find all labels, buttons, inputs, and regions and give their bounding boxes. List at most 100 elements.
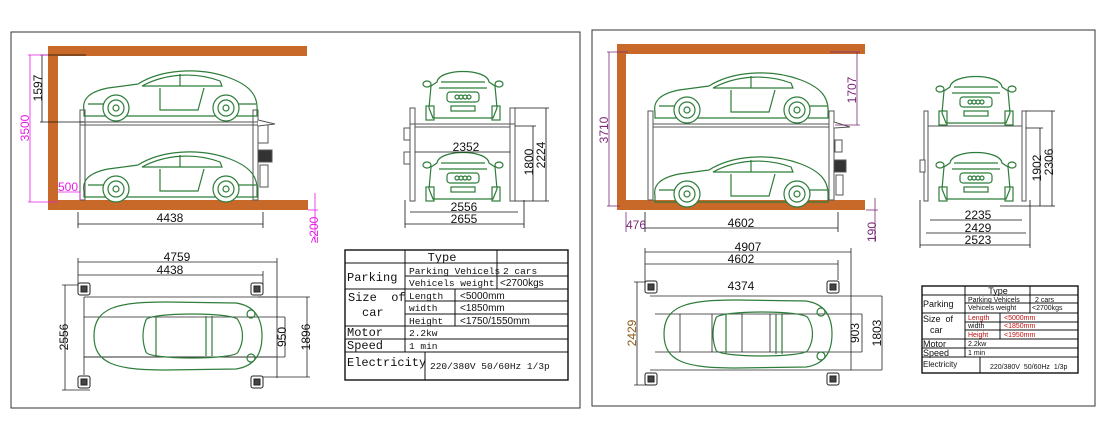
size-of-car-label: Size of [348, 291, 406, 305]
vehicles-weight-value: <2700kgs [500, 278, 544, 289]
post-icon [644, 372, 658, 386]
motor-label: Motor [923, 339, 946, 349]
lower-car-front [935, 151, 1017, 202]
ceiling [48, 46, 307, 56]
ceiling [617, 44, 865, 54]
dim-1800: 1800 [522, 148, 536, 175]
speed-label: Speed [347, 339, 383, 353]
dim-min-200: ≥200 [307, 216, 321, 243]
speed-value: 1 min [409, 341, 438, 352]
left-front-view: 2352 1800 2224 2556 2655 [403, 70, 549, 228]
dim-190: 190 [865, 222, 879, 242]
dim-1707: 1707 [845, 76, 859, 103]
electricity-label: Electricity [347, 356, 426, 370]
wall [617, 44, 626, 210]
height-value: <1950mm [1004, 332, 1035, 339]
dim-2352: 2352 [453, 140, 480, 154]
length-label: Length [968, 315, 990, 322]
dim-3710: 3710 [597, 116, 611, 143]
post-icon [826, 372, 840, 386]
parking-vehicles-value: 2 cars [503, 266, 537, 277]
motor-label: Motor [347, 326, 383, 340]
height-value: <1750/1550mm [460, 316, 530, 327]
upper-car-front [422, 70, 504, 121]
floor [617, 200, 865, 210]
right-side-view: 3710 1707 476 4602 190 [597, 44, 879, 242]
speed-label: Speed [923, 348, 949, 358]
dim-2556: 2556 [451, 200, 478, 214]
dim-2306: 2306 [1042, 148, 1056, 175]
post [79, 109, 86, 201]
right-front-view: 1902 2306 2235 2429 2523 [919, 75, 1056, 248]
upper-car-front [935, 75, 1017, 126]
car-top [93, 301, 263, 371]
post-icon [250, 375, 264, 389]
dim-2523: 2523 [965, 233, 992, 247]
dim-4438: 4438 [157, 263, 184, 277]
parking-vehicles-label: Parking Vehicels [409, 266, 500, 277]
width-label: width [967, 323, 984, 330]
vehicles-weight-label: Vehicels weight [968, 305, 1016, 312]
motor-value: 2.2kw [409, 328, 438, 339]
oil-tank [835, 174, 844, 196]
lower-car [654, 156, 829, 208]
dim-903: 903 [848, 323, 862, 343]
left-side-view: 1597 3500 500 4438 ≥200 [18, 46, 321, 243]
height-label: Height [409, 316, 443, 327]
dim-950: 950 [275, 327, 289, 347]
right-panel-border [591, 29, 1096, 407]
motor-icon [257, 149, 273, 163]
speed-value: 1 min [968, 350, 985, 357]
dim-2655: 2655 [451, 212, 478, 226]
dim-2235: 2235 [965, 208, 992, 222]
dim-1803: 1803 [870, 319, 884, 346]
upper-car [83, 70, 258, 122]
left-spec-table: Type Parking Parking Vehicels 2 cars Veh… [344, 249, 569, 381]
left-panel-border [10, 31, 581, 409]
post-icon [250, 282, 264, 296]
width-label: width [409, 303, 438, 314]
dim-4759: 4759 [164, 250, 191, 264]
size-of-car-label: Size of [923, 314, 954, 324]
dim-2224: 2224 [534, 141, 548, 168]
dim-1896: 1896 [299, 323, 313, 350]
vehicles-weight-label: Vehicels weight [409, 278, 495, 289]
length-value: <5000mm [1004, 315, 1035, 322]
table-parking-label: Parking [923, 299, 954, 309]
right-top-view: 4907 4602 4374 2429 903 1803 [625, 240, 884, 386]
parking-vehicles-value: 2 cars [1035, 297, 1055, 304]
upper-car [654, 72, 829, 124]
parking-vehicles-label: Parking Vehicels [968, 297, 1020, 304]
right-spec-table: Type Parking Parking Vehicels 2 cars Veh… [921, 285, 1079, 374]
oil-tank [259, 164, 269, 188]
table-parking-label: Parking [347, 271, 397, 285]
table-type-header: Type [428, 251, 457, 265]
dim-1597: 1597 [31, 74, 45, 101]
dim-500: 500 [58, 180, 78, 194]
size-of-car-label-2: car [362, 306, 384, 320]
dim-476: 476 [626, 218, 646, 232]
dim-1902: 1902 [1030, 154, 1044, 181]
lower-car [83, 151, 258, 203]
post-icon [77, 282, 91, 296]
electricity-label: Electricity [923, 360, 957, 369]
dim-4907: 4907 [735, 240, 762, 254]
motor-icon [833, 159, 847, 173]
vehicles-weight-value: <2700kgs [1032, 305, 1063, 312]
dim-4602: 4602 [728, 216, 755, 230]
post [647, 110, 654, 201]
post-icon [77, 375, 91, 389]
post [828, 110, 835, 201]
length-value: <5000mm [460, 291, 505, 302]
wall [48, 46, 58, 210]
electricity-value: 220/380V 50/60Hz 1/3p [990, 364, 1068, 371]
power-unit [257, 124, 269, 144]
width-value: <1850mm [460, 303, 505, 314]
dim-4438: 4438 [157, 211, 184, 225]
width-value: <1850mm [1004, 323, 1035, 330]
dim-3500: 3500 [18, 114, 32, 141]
length-label: Length [409, 291, 443, 302]
electricity-value: 220/380V 50/60Hz 1/3p [430, 361, 550, 372]
table-type-header: Type [988, 286, 1008, 296]
